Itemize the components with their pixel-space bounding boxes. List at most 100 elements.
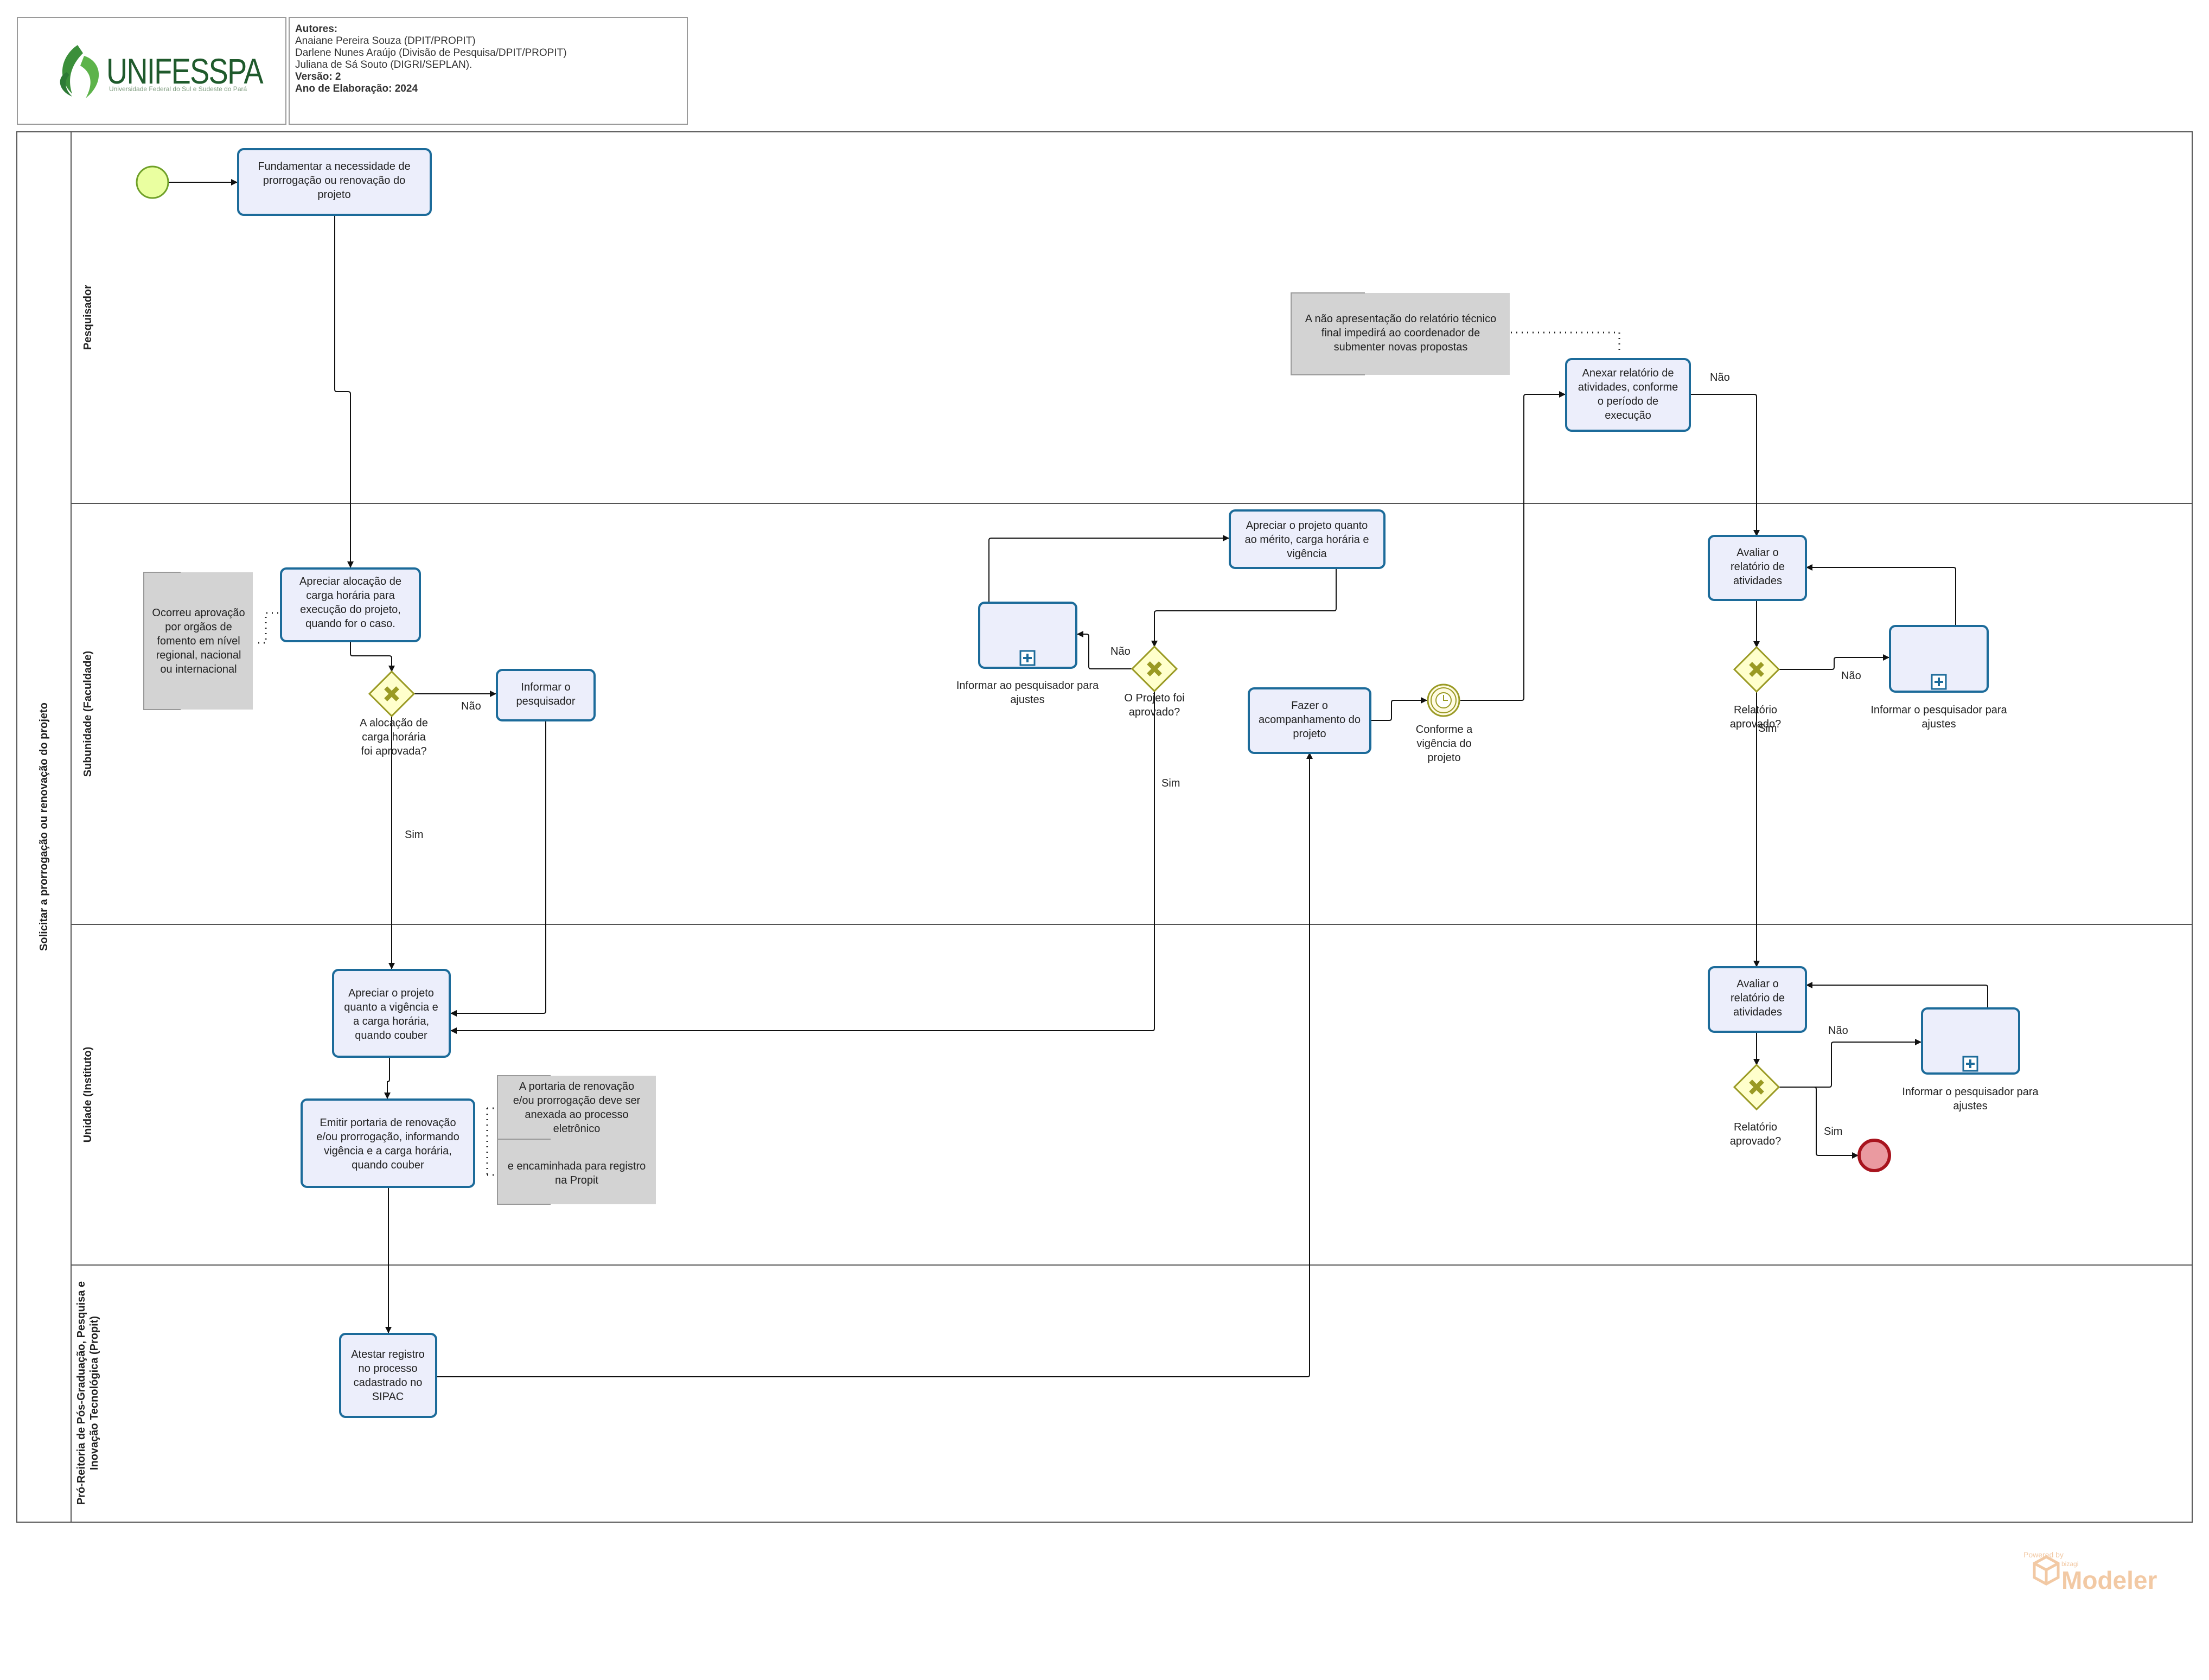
task-atestar-registro[interactable] xyxy=(339,1333,437,1418)
flow-label-sim: Sim xyxy=(1758,723,1777,734)
flow-s1-t4 xyxy=(988,535,1229,602)
lane-label-unidade: Unidade (Instituto) xyxy=(82,1047,94,1143)
flow-t1-t2 xyxy=(334,215,354,568)
version-text: Versão: 2 xyxy=(295,71,341,82)
expand-icon xyxy=(1019,650,1036,666)
x-icon xyxy=(384,686,399,701)
annotation-portaria xyxy=(497,1075,656,1205)
flow-t11-t5 xyxy=(436,752,1313,1377)
gateway-alocacao[interactable] xyxy=(368,670,416,718)
flow-t6-t7 xyxy=(1690,394,1760,536)
flow-timer-t6 xyxy=(1460,391,1566,701)
modeler-text: Modeler xyxy=(2061,1566,2157,1594)
flow-t2-g1 xyxy=(350,642,395,672)
flow-label-sim: Sim xyxy=(1824,1126,1842,1138)
expand-icon xyxy=(1962,1056,1978,1072)
gateway-projeto-aprovado[interactable] xyxy=(1131,645,1178,693)
subprocess-informar-ajustes-1[interactable] xyxy=(978,602,1077,669)
task-anexar-relatorio[interactable] xyxy=(1565,358,1691,432)
flow-label-sim: Sim xyxy=(405,829,423,841)
flow-t8-t9 xyxy=(384,1057,391,1099)
task-emitir-portaria[interactable] xyxy=(301,1098,475,1188)
flow-label-nao: Não xyxy=(461,700,481,712)
flow-g2-s1 xyxy=(1077,631,1132,669)
task-informar-pesquisador[interactable] xyxy=(496,669,596,721)
gateway-relatorio-unidade[interactable] xyxy=(1733,1063,1780,1111)
subprocess-informar-ajustes-2[interactable] xyxy=(1889,625,1989,693)
flow-s2-t7 xyxy=(1806,564,1956,626)
x-icon xyxy=(1749,1079,1764,1095)
subprocess-informar-ajustes-3[interactable] xyxy=(1921,1007,2020,1075)
pool-label: Solicitar a prorrogação ou renovação do … xyxy=(38,702,50,951)
flow-label-nao: Não xyxy=(1828,1025,1848,1037)
bizagi-logo-icon xyxy=(2033,1555,2060,1586)
pool xyxy=(16,131,2193,1523)
lane-label-propit-line2: Inovação Tecnológica (Propit) xyxy=(88,1316,100,1470)
leaf-logo-icon xyxy=(60,45,99,98)
logo-text: UNIFESSPA xyxy=(106,51,264,91)
task-avaliar-relatorio-unidade[interactable] xyxy=(1708,966,1807,1033)
lane-label-pesquisador: Pesquisador xyxy=(82,285,94,350)
annotation-fomento xyxy=(143,572,253,710)
task-avaliar-relatorio-subunidade[interactable] xyxy=(1708,535,1807,601)
flow-g4-end xyxy=(1779,1087,1859,1159)
annotation-relatorio xyxy=(1291,292,1510,375)
flow-t3-t8 xyxy=(450,721,546,1017)
task-apreciar-alocacao[interactable] xyxy=(280,567,421,642)
task-apreciar-merito[interactable] xyxy=(1229,509,1386,569)
task-apreciar-vigencia[interactable] xyxy=(332,969,451,1058)
sequence-flows xyxy=(164,179,1988,1377)
start-event[interactable] xyxy=(136,165,169,199)
task-fundamentar[interactable] xyxy=(237,148,432,216)
flow-s3-t10 xyxy=(1806,982,1988,1008)
flow-label-nao: Não xyxy=(1110,646,1131,657)
logo-box: UNIFESSPA Universidade Federal do Sul e … xyxy=(17,17,286,125)
flow-t5-timer xyxy=(1370,697,1427,721)
author-line: Darlene Nunes Araújo (Divisão de Pesquis… xyxy=(295,47,567,59)
author-line: Anaiane Pereira Souza (DPIT/PROPIT) xyxy=(295,35,476,47)
authors-label: Autores: xyxy=(295,23,338,35)
author-info-box: Autores: Anaiane Pereira Souza (DPIT/PRO… xyxy=(289,17,688,125)
lane-label-propit-line1: Pró-Reitoria de Pós-Graduação, Pesquisa … xyxy=(75,1281,87,1505)
end-event[interactable] xyxy=(1857,1139,1891,1172)
flow-g4-s3 xyxy=(1779,1039,1921,1088)
flow-label-sim: Sim xyxy=(1161,777,1180,789)
x-icon xyxy=(1749,662,1764,677)
task-acompanhamento[interactable] xyxy=(1248,687,1371,754)
gateway-relatorio-subunidade[interactable] xyxy=(1733,646,1780,693)
flow-g3-s2 xyxy=(1779,654,1889,670)
flow-label-nao: Não xyxy=(1841,670,1861,682)
logo-subtitle: Universidade Federal do Sul e Sudeste do… xyxy=(109,85,247,93)
flow-g2-t8 xyxy=(450,691,1155,1034)
brand-text: bizagi xyxy=(2061,1560,2079,1568)
author-line: Juliana de Sá Souto (DIGRI/SEPLAN). xyxy=(295,59,473,71)
powered-by-watermark: Powered by bizagi Modeler xyxy=(2023,1550,2157,1594)
expand-icon xyxy=(1931,674,1947,690)
timer-event[interactable] xyxy=(1427,684,1460,717)
x-icon xyxy=(1147,661,1162,676)
flow-label-nao: Não xyxy=(1710,372,1730,384)
associations xyxy=(258,331,1620,1176)
